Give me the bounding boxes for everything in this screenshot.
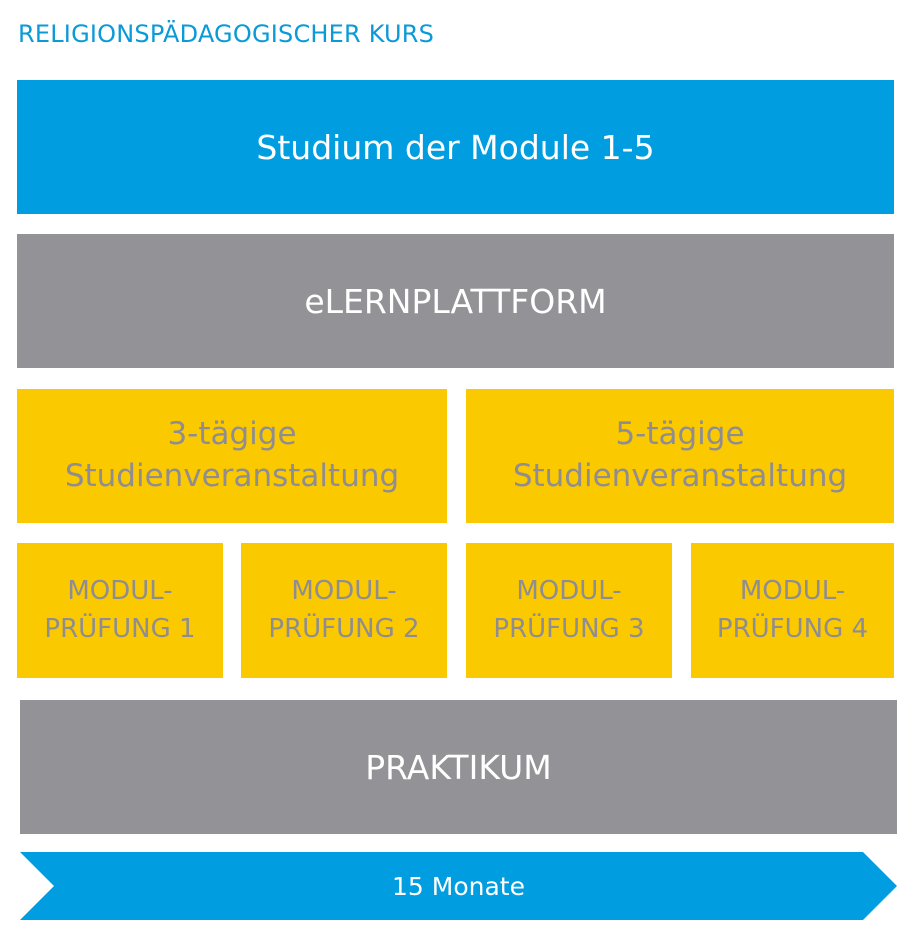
modulpruefung-2-line1: MODUL- [291,575,397,606]
dauer-arrow: 15 Monate [20,852,897,920]
studium-module-block: Studium der Module 1-5 [17,80,894,214]
veranstaltung-3-tage-block: 3-tägige Studienveranstaltung [17,389,447,523]
praktikum-block: PRAKTIKUM [20,700,897,834]
modulpruefung-4-line2: PRÜFUNG 4 [716,613,869,644]
veranstaltung-3-tage-line1: 3-tägige [167,416,297,453]
praktikum-label: PRAKTIKUM [365,747,552,787]
studium-module-label: Studium der Module 1-5 [256,127,655,167]
dauer-label: 15 Monate [392,871,525,901]
modulpruefung-1-line1: MODUL- [67,575,173,606]
veranstaltung-5-tage-line2: Studienveranstaltung [512,458,848,494]
diagram-title: RELIGIONSPÄDAGOGISCHER KURS [18,20,435,48]
elernplattform-label: eLERNPLATTFORM [304,281,607,321]
modulpruefung-4-block: MODUL- PRÜFUNG 4 [691,543,894,678]
modulpruefung-2-line2: PRÜFUNG 2 [268,613,420,644]
modulpruefung-3-line1: MODUL- [516,575,622,606]
veranstaltung-3-tage-line2: Studienveranstaltung [64,458,400,494]
veranstaltung-5-tage-block: 5-tägige Studienveranstaltung [466,389,894,523]
modulpruefung-2-block: MODUL- PRÜFUNG 2 [241,543,447,678]
elernplattform-block: eLERNPLATTFORM [17,234,894,368]
modulpruefung-3-line2: PRÜFUNG 3 [493,613,645,644]
arrow-shape-icon [20,852,897,920]
modulpruefung-1-block: MODUL- PRÜFUNG 1 [17,543,223,678]
veranstaltung-5-tage-line1: 5-tägige [615,416,745,453]
modulpruefung-1-line2: PRÜFUNG 1 [44,613,196,644]
modulpruefung-3-block: MODUL- PRÜFUNG 3 [466,543,672,678]
modulpruefung-4-line1: MODUL- [739,575,846,606]
